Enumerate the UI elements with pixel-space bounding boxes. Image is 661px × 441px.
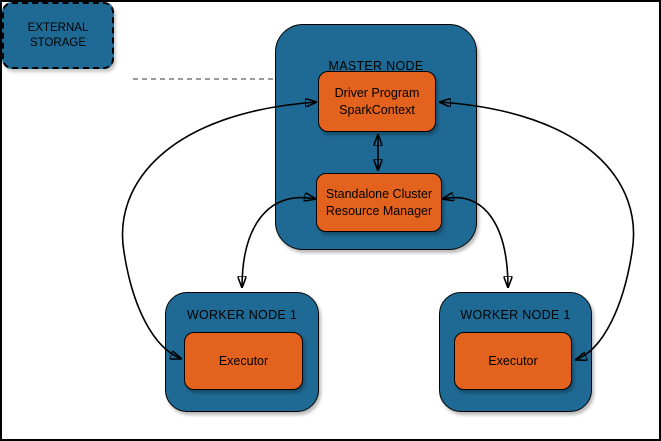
resource-manager-label-line1: Standalone Cluster [325, 187, 433, 202]
driver-program-label-line1: Driver Program [334, 86, 420, 101]
resource-manager-box: Standalone Cluster Resource Manager [316, 173, 442, 232]
driver-program-label-line2: SparkContext [339, 102, 415, 117]
master-node-label: MASTER NODE [328, 59, 424, 73]
executor-left-box: Executor [184, 332, 303, 390]
executor-right-box: Executor [454, 332, 572, 390]
worker-node-right-label: WORKER NODE 1 [460, 308, 571, 322]
driver-program-box: Driver Program SparkContext [318, 71, 436, 132]
resource-manager-label-line2: Resource Manager [325, 203, 433, 218]
external-storage-node: EXTERNAL STORAGE [2, 2, 114, 69]
external-storage-label-line1: EXTERNAL [27, 21, 89, 34]
executor-right-label: Executor [488, 353, 538, 368]
external-storage-label-line2: STORAGE [29, 36, 87, 49]
worker-node-left-label: WORKER NODE 1 [186, 308, 298, 322]
executor-left-label: Executor [218, 353, 269, 368]
